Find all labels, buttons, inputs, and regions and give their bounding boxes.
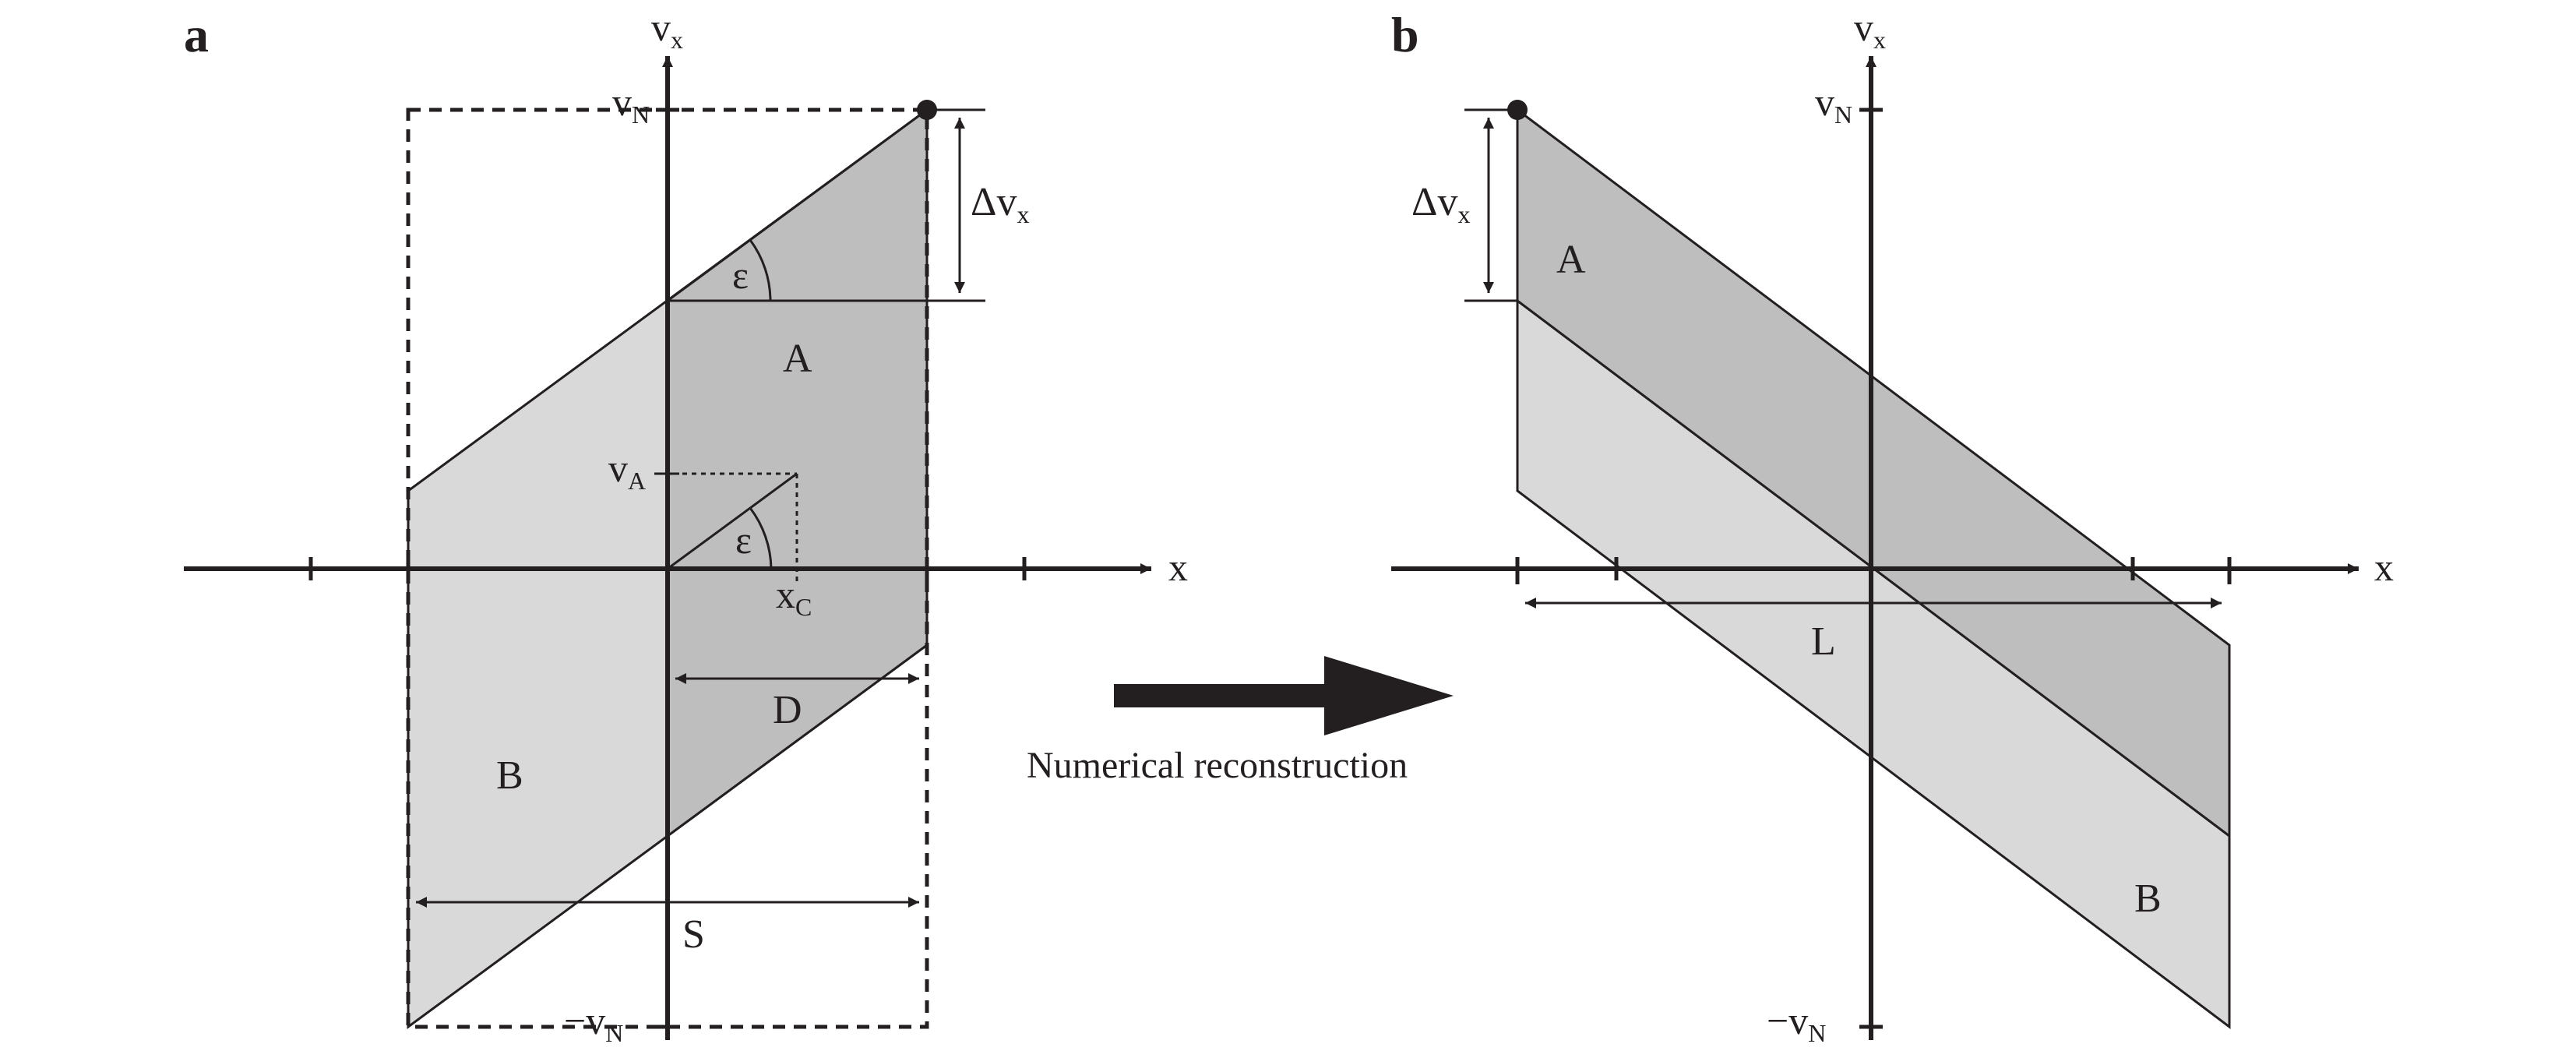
epsilon-arc-lower (749, 507, 773, 570)
neg-vn-label-a: −vN (564, 999, 623, 1047)
l-label: L (1811, 619, 1836, 664)
xc-label: xC (776, 573, 812, 621)
region-a-label-a: A (783, 337, 812, 381)
s-label: S (682, 912, 705, 957)
panel-letter-a: a (184, 7, 209, 62)
corner-dot-a (917, 100, 937, 120)
neg-vn-label-b: −vN (1767, 999, 1826, 1047)
y-axis-label-a: vx (651, 5, 683, 54)
region-b-label-b: B (2134, 876, 2162, 921)
x-axis-label-b: x (2374, 545, 2394, 589)
epsilon-label-upper: ε (732, 253, 749, 297)
delta-vx-label-a: Δvx (971, 180, 1029, 228)
panel-a: a vx x vN −vN Δvx ε ε A B vA xC D S (184, 5, 1188, 1047)
region-b-label-a: B (496, 753, 523, 798)
corner-dot-b (1507, 100, 1528, 120)
d-label: D (773, 688, 802, 732)
panel-b: b vx x vN −vN Δvx A B L (1391, 5, 2394, 1047)
arrow-caption: Numerical reconstruction (1027, 745, 1408, 786)
vn-label-a: vN (612, 80, 650, 129)
panel-letter-b: b (1391, 7, 1419, 62)
vn-label-b: vN (1815, 80, 1852, 129)
region-a-label-b: A (1556, 238, 1586, 282)
slope-line (667, 472, 798, 570)
delta-vx-label-b: Δvx (1411, 180, 1470, 228)
y-axis-label-b: vx (1854, 5, 1886, 54)
va-label: vA (608, 446, 646, 495)
epsilon-arc-upper (749, 239, 772, 302)
big-arrow-shape (1114, 656, 1454, 735)
reconstruction-arrow: Numerical reconstruction (1027, 656, 1454, 786)
epsilon-label-lower: ε (735, 518, 752, 562)
x-axis-label-a: x (1168, 545, 1188, 589)
